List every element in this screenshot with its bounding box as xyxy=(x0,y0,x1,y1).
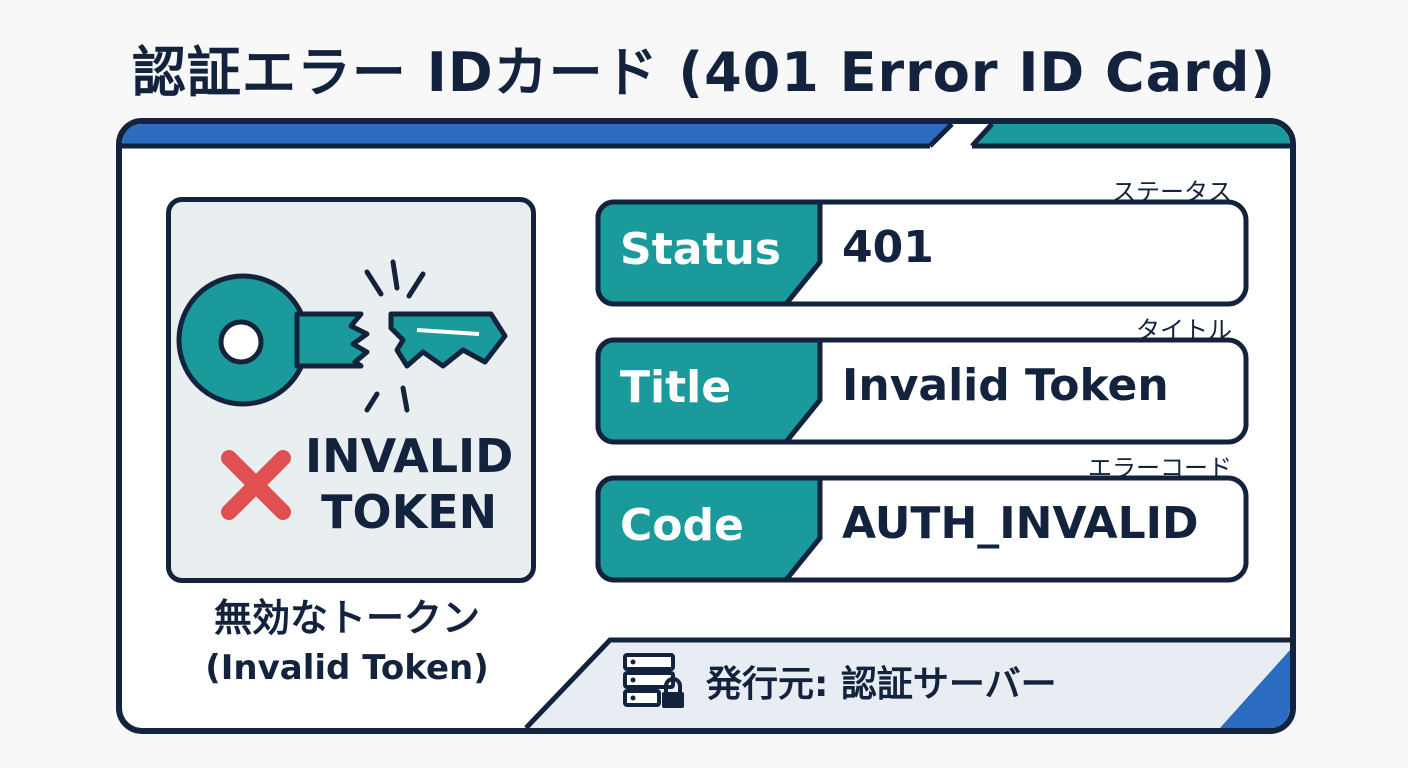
token-caption: 無効なトークン (Invalid Token) xyxy=(152,592,542,692)
code-label: Code xyxy=(620,500,744,551)
server-lock-icon xyxy=(623,653,684,708)
code-value: AUTH_INVALID xyxy=(842,498,1199,549)
caption-english: (Invalid Token) xyxy=(205,648,489,688)
field-status: ステータス Status 401 xyxy=(594,178,1250,308)
field-code: エラーコード Code AUTH_INVALID xyxy=(594,454,1250,584)
status-value: 401 xyxy=(842,222,934,273)
page-title: 認証エラー IDカード (401 Error ID Card) xyxy=(131,41,1277,104)
status-ruby: ステータス xyxy=(1112,178,1232,206)
invalid-line-2: TOKEN xyxy=(321,485,498,539)
title-value: Invalid Token xyxy=(842,360,1169,411)
title-label: Title xyxy=(620,362,732,413)
title-ruby: タイトル xyxy=(1136,316,1232,344)
code-ruby: エラーコード xyxy=(1088,454,1232,482)
caption-japanese: 無効なトークン xyxy=(213,596,480,640)
status-label: Status xyxy=(620,224,781,275)
invalid-line-1: INVALID xyxy=(305,429,514,483)
token-image-box: INVALID TOKEN xyxy=(166,197,536,583)
issuer-text: 発行元: 認証サーバー xyxy=(706,664,1057,705)
id-card: INVALID TOKEN 無効なトークン (Invalid Token) ステ… xyxy=(116,118,1296,734)
card-decoration xyxy=(122,124,1290,728)
invalid-token-text: INVALID TOKEN xyxy=(305,428,513,540)
field-title: タイトル Title Invalid Token xyxy=(594,316,1250,446)
x-mark-icon xyxy=(221,450,291,520)
issuer-row: 発行元: 認証サーバー xyxy=(622,652,1057,710)
broken-key-icon xyxy=(176,259,508,413)
